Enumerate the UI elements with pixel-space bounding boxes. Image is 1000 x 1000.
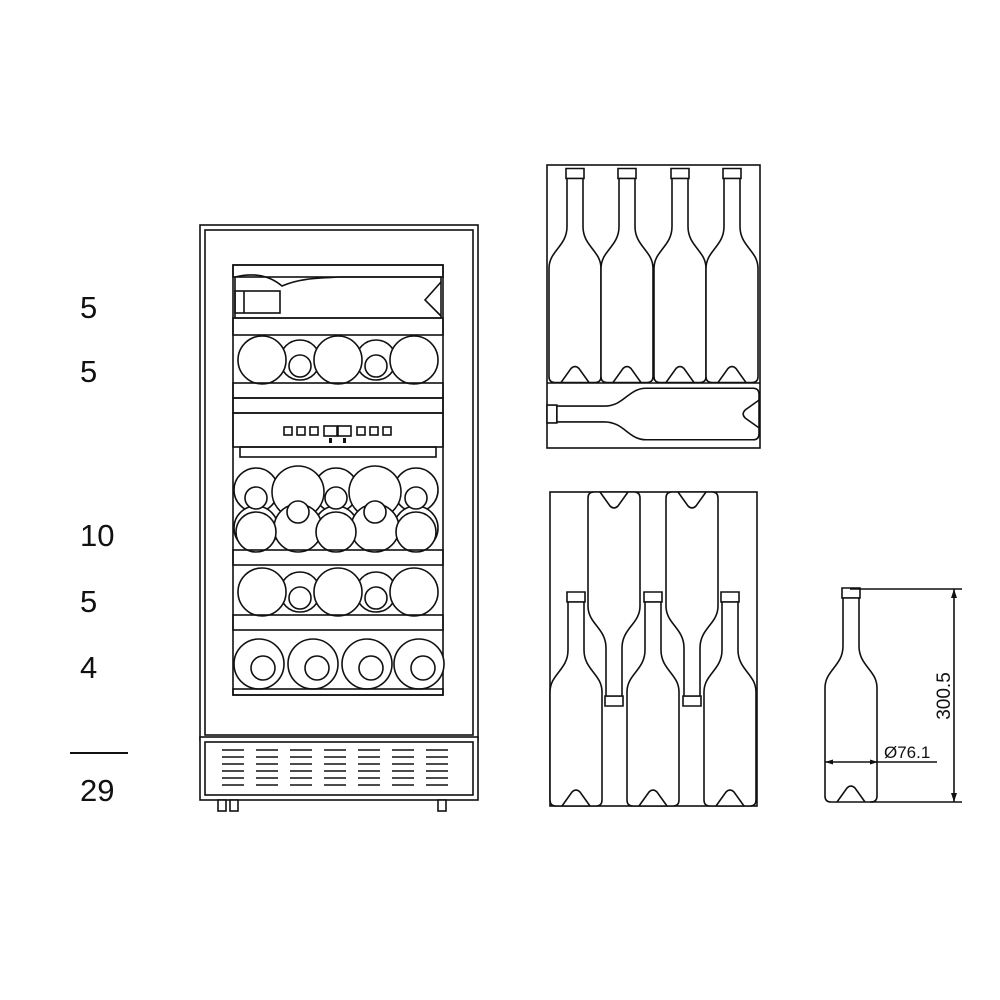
total-count: 29 <box>80 773 115 808</box>
row-count-2: 5 <box>80 354 98 389</box>
wine-cooler-front <box>199 224 479 812</box>
foot-right <box>437 799 447 812</box>
control-buttons <box>283 425 392 443</box>
foot-left <box>217 799 227 812</box>
row-count-4: 5 <box>80 584 98 619</box>
sum-divider <box>70 752 128 754</box>
height-dimension-label: 300.5 <box>934 672 955 720</box>
row-count-1: 5 <box>80 290 98 325</box>
vent-grille <box>199 736 479 801</box>
row-count-3: 10 <box>80 518 115 553</box>
shelf-layout-staggered <box>549 491 758 807</box>
shelf-layout-top <box>546 164 761 449</box>
diameter-dimension-label: Ø76.1 <box>884 743 930 762</box>
bottle-dimension-drawing <box>824 587 962 803</box>
row-count-5: 4 <box>80 650 98 685</box>
